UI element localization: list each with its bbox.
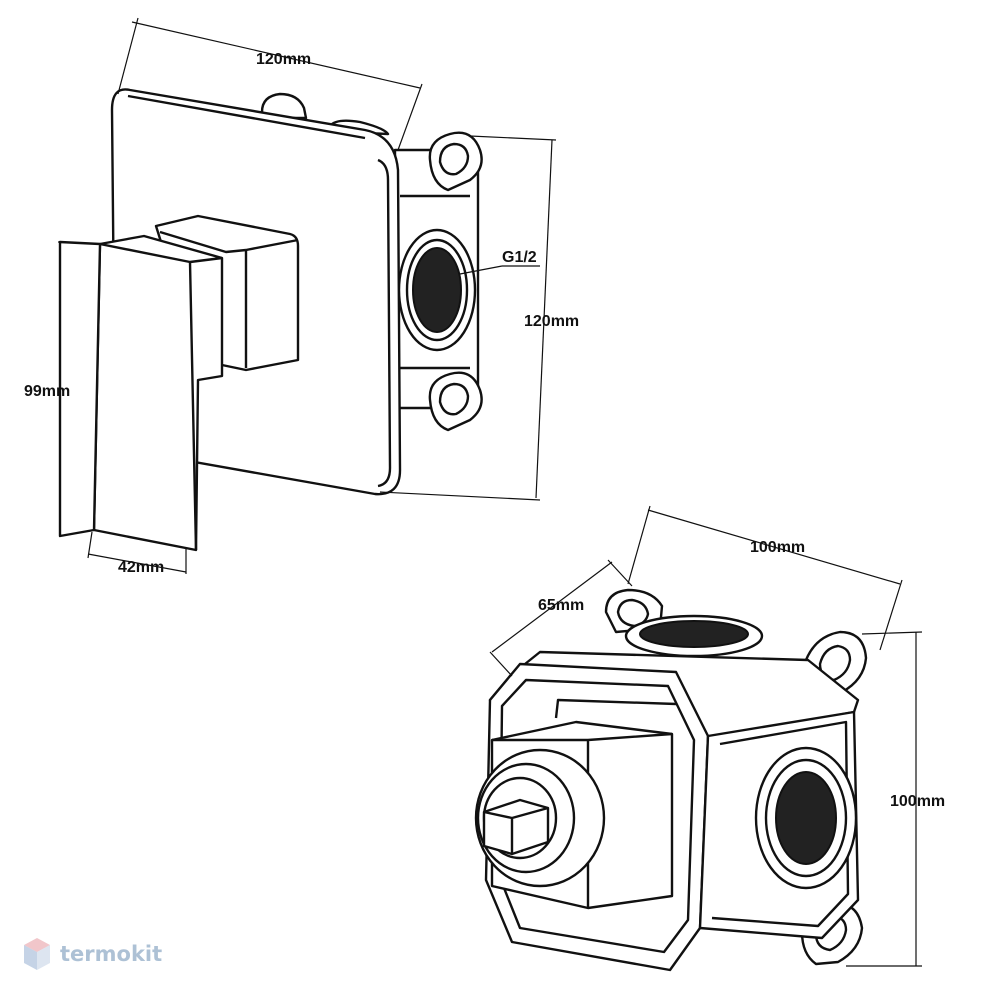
watermark-text: termokit xyxy=(60,942,163,966)
label-handle-height: 99mm xyxy=(24,383,70,400)
logo-cube-icon xyxy=(24,938,50,970)
iso-spindle xyxy=(474,748,606,888)
dim-line-box-depth xyxy=(491,561,613,653)
lug-bottom xyxy=(428,371,483,432)
iso-view-dimensions: 100mm 65mm 100mm xyxy=(489,505,945,967)
label-box-depth: 65mm xyxy=(538,597,584,614)
label-plate-width: 120mm xyxy=(256,51,311,68)
label-plate-height: 120mm xyxy=(524,313,579,330)
outlet-g12 xyxy=(397,228,477,352)
label-box-height: 100mm xyxy=(890,793,945,810)
label-handle-depth: 42mm xyxy=(118,559,164,576)
dim-line-plate-height xyxy=(535,139,553,499)
dim-line-handle-depth xyxy=(87,553,187,573)
dim-line-box-width xyxy=(647,509,901,585)
front-view xyxy=(58,88,483,552)
front-view-dimensions: 120mm 120mm 99mm 42mm G1/2 xyxy=(24,17,579,576)
label-thread: G1/2 xyxy=(502,249,537,266)
watermark: termokit xyxy=(22,936,162,972)
lug-top xyxy=(428,131,483,192)
iso-right-port xyxy=(754,746,858,890)
label-box-width: 100mm xyxy=(750,539,805,556)
dim-line-plate-width xyxy=(131,21,421,89)
iso-view xyxy=(474,588,868,972)
